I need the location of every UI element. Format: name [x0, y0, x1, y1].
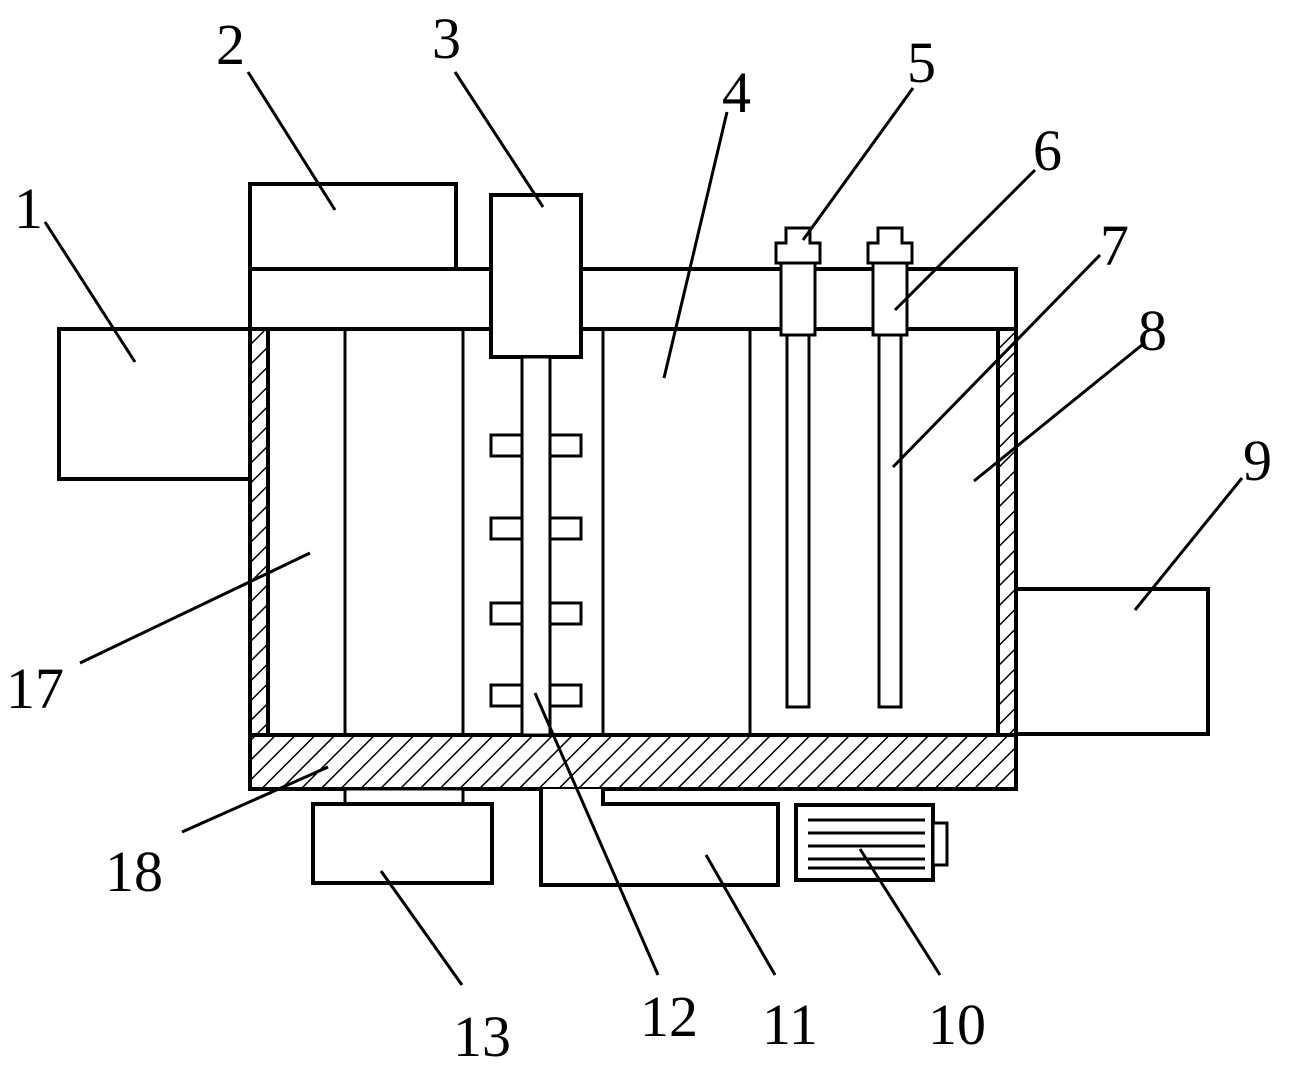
left-inlet-box: [57, 327, 252, 481]
label-7: 7: [1100, 213, 1129, 278]
label-18: 18: [105, 839, 163, 904]
label-10: 10: [928, 992, 986, 1057]
label-6: 6: [1033, 118, 1062, 183]
stirring-motor: [489, 193, 583, 359]
right-outlet-box: [1014, 587, 1210, 736]
label-3: 3: [432, 6, 461, 71]
support-post-left: [343, 787, 465, 806]
stirring-shaft: [520, 355, 552, 737]
bottom-left-box: [311, 802, 494, 885]
label-11: 11: [762, 992, 818, 1057]
leader-lines: [43, 71, 1244, 986]
tank-right-wall: [996, 327, 1018, 791]
tank-bottom-plate: [248, 733, 1018, 791]
electrode-left: [774, 226, 822, 709]
label-9: 9: [1243, 428, 1272, 493]
pump-motor: [794, 803, 949, 882]
label-12: 12: [640, 984, 698, 1049]
label-13: 13: [453, 1004, 511, 1067]
tank-left-wall: [248, 327, 270, 791]
label-5: 5: [907, 30, 936, 95]
label-1: 1: [14, 176, 43, 241]
top-box: [248, 182, 458, 271]
stirring-paddles: [489, 433, 583, 708]
electrode-right: [866, 226, 914, 709]
pump-box: [539, 789, 780, 887]
label-2: 2: [216, 12, 245, 77]
label-17: 17: [6, 656, 64, 721]
label-8: 8: [1138, 298, 1167, 363]
label-4: 4: [722, 60, 751, 125]
